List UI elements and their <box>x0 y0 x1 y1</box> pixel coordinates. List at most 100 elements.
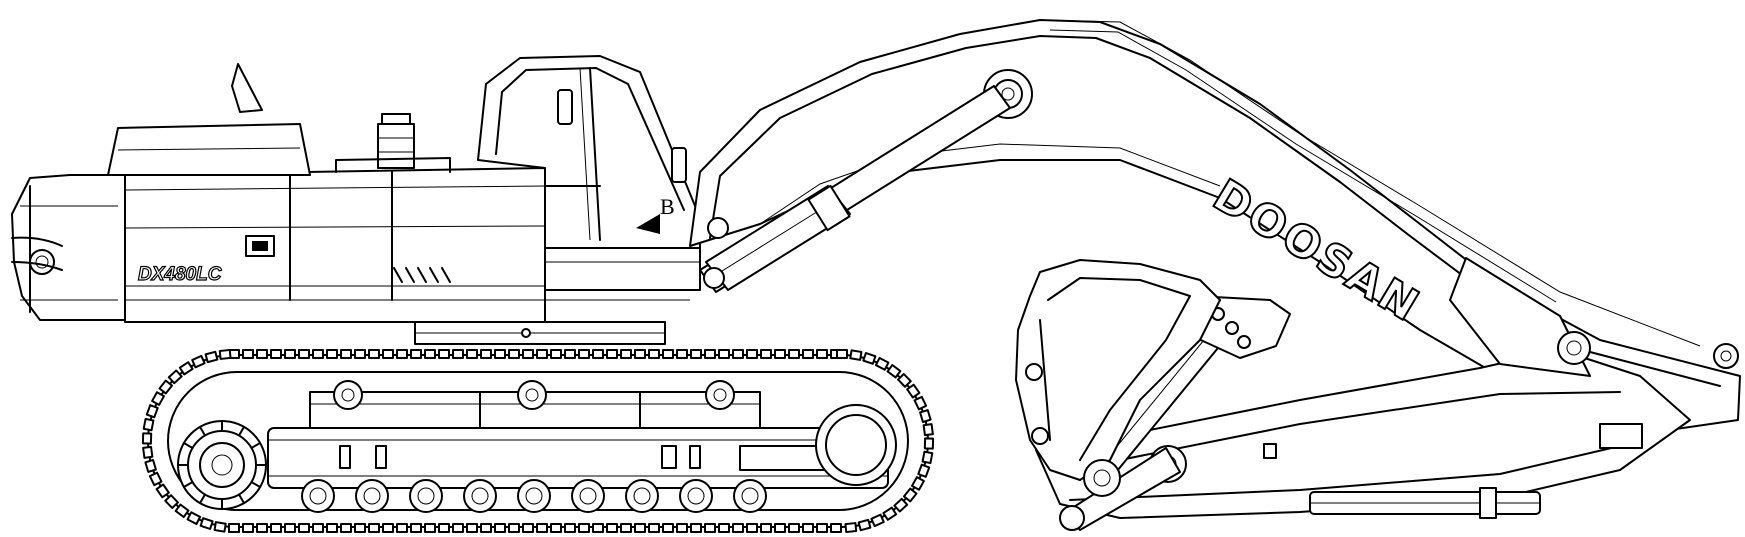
track-link <box>802 523 814 533</box>
track-link <box>410 349 422 359</box>
track-link <box>368 523 380 533</box>
track-roller <box>517 479 551 513</box>
sprocket-tooth <box>238 493 245 505</box>
track-link <box>204 350 219 364</box>
track-link <box>564 523 576 533</box>
track-link <box>732 523 744 533</box>
track-link <box>368 349 380 359</box>
swing-bearing <box>414 321 666 345</box>
track-link <box>480 523 492 533</box>
track-link <box>242 523 254 533</box>
track-link <box>760 523 772 533</box>
track-link <box>213 521 227 533</box>
track-link <box>452 523 464 533</box>
track-link <box>158 379 174 395</box>
track-link <box>648 523 660 533</box>
track-link <box>522 349 534 359</box>
track-roller-hub <box>471 487 489 505</box>
sprocket-tooth <box>250 481 262 488</box>
track-link <box>270 523 282 533</box>
track-link <box>844 522 858 534</box>
track-link <box>732 349 744 359</box>
track-link <box>634 523 646 533</box>
track-link <box>704 349 716 359</box>
model-label: DX480LC <box>138 264 222 285</box>
track-roller <box>463 479 497 513</box>
track-link <box>897 373 912 388</box>
track-link <box>550 349 562 359</box>
section-marker-label: B <box>660 194 675 219</box>
track-link <box>774 349 786 359</box>
track-link <box>382 523 394 533</box>
track-link <box>148 471 163 487</box>
track-link <box>874 356 890 371</box>
track-roller-hub <box>579 487 597 505</box>
track-roller <box>625 479 659 513</box>
track-link <box>186 511 202 526</box>
track-link <box>167 369 183 385</box>
track-roller-hub <box>417 487 435 505</box>
track-link <box>480 349 492 359</box>
track-link <box>592 523 604 533</box>
boom-cylinder <box>699 85 1011 293</box>
track-link <box>508 523 520 533</box>
track-frame <box>267 391 889 489</box>
track-link <box>902 487 918 503</box>
track-link <box>508 349 520 359</box>
sprocket-tooth <box>199 493 206 505</box>
track-link <box>424 523 436 533</box>
track-link <box>312 523 324 533</box>
track-link <box>774 523 786 533</box>
track-link <box>578 349 590 359</box>
track-link <box>340 523 352 533</box>
track-roller-hub <box>633 487 651 505</box>
track-link <box>298 523 310 533</box>
track-link <box>438 523 450 533</box>
track-links <box>141 348 935 534</box>
track-link <box>151 391 165 406</box>
track-roller <box>301 479 335 513</box>
track-link <box>256 349 268 359</box>
track-link <box>228 523 240 533</box>
track-link <box>606 349 618 359</box>
track-link <box>893 497 909 513</box>
track-link <box>326 523 338 533</box>
arm <box>1035 257 1691 519</box>
track-link <box>913 395 928 411</box>
track-link <box>270 349 282 359</box>
track-link <box>578 523 590 533</box>
track-link <box>882 506 898 521</box>
track-roller <box>355 479 389 513</box>
track-link <box>284 523 296 533</box>
track-link <box>862 352 877 365</box>
track-link <box>191 354 206 369</box>
track-link <box>564 349 576 359</box>
counterweight <box>11 174 126 321</box>
drive-sprocket <box>177 420 267 510</box>
track-link <box>634 349 646 359</box>
track-link <box>382 349 394 359</box>
track-link <box>550 523 562 533</box>
track-roller <box>409 479 443 513</box>
track-roller <box>571 479 605 513</box>
track-roller-hub <box>525 487 543 505</box>
upper-structure: DX480LC B <box>11 55 701 323</box>
track-link <box>174 503 190 518</box>
track-link <box>522 523 534 533</box>
track-link <box>592 349 604 359</box>
track-link <box>142 445 154 459</box>
track-link <box>178 361 194 376</box>
track-link <box>921 450 934 465</box>
track-link <box>830 523 842 533</box>
track-link <box>676 349 688 359</box>
track-link <box>466 523 478 533</box>
track-link <box>923 437 935 450</box>
operator-cab: B <box>477 55 701 291</box>
track-link <box>620 349 632 359</box>
track-link <box>919 409 932 423</box>
track-link <box>911 476 925 491</box>
track-link <box>218 348 232 360</box>
track-link <box>746 349 758 359</box>
track-link <box>906 383 921 399</box>
track-link <box>452 349 464 359</box>
